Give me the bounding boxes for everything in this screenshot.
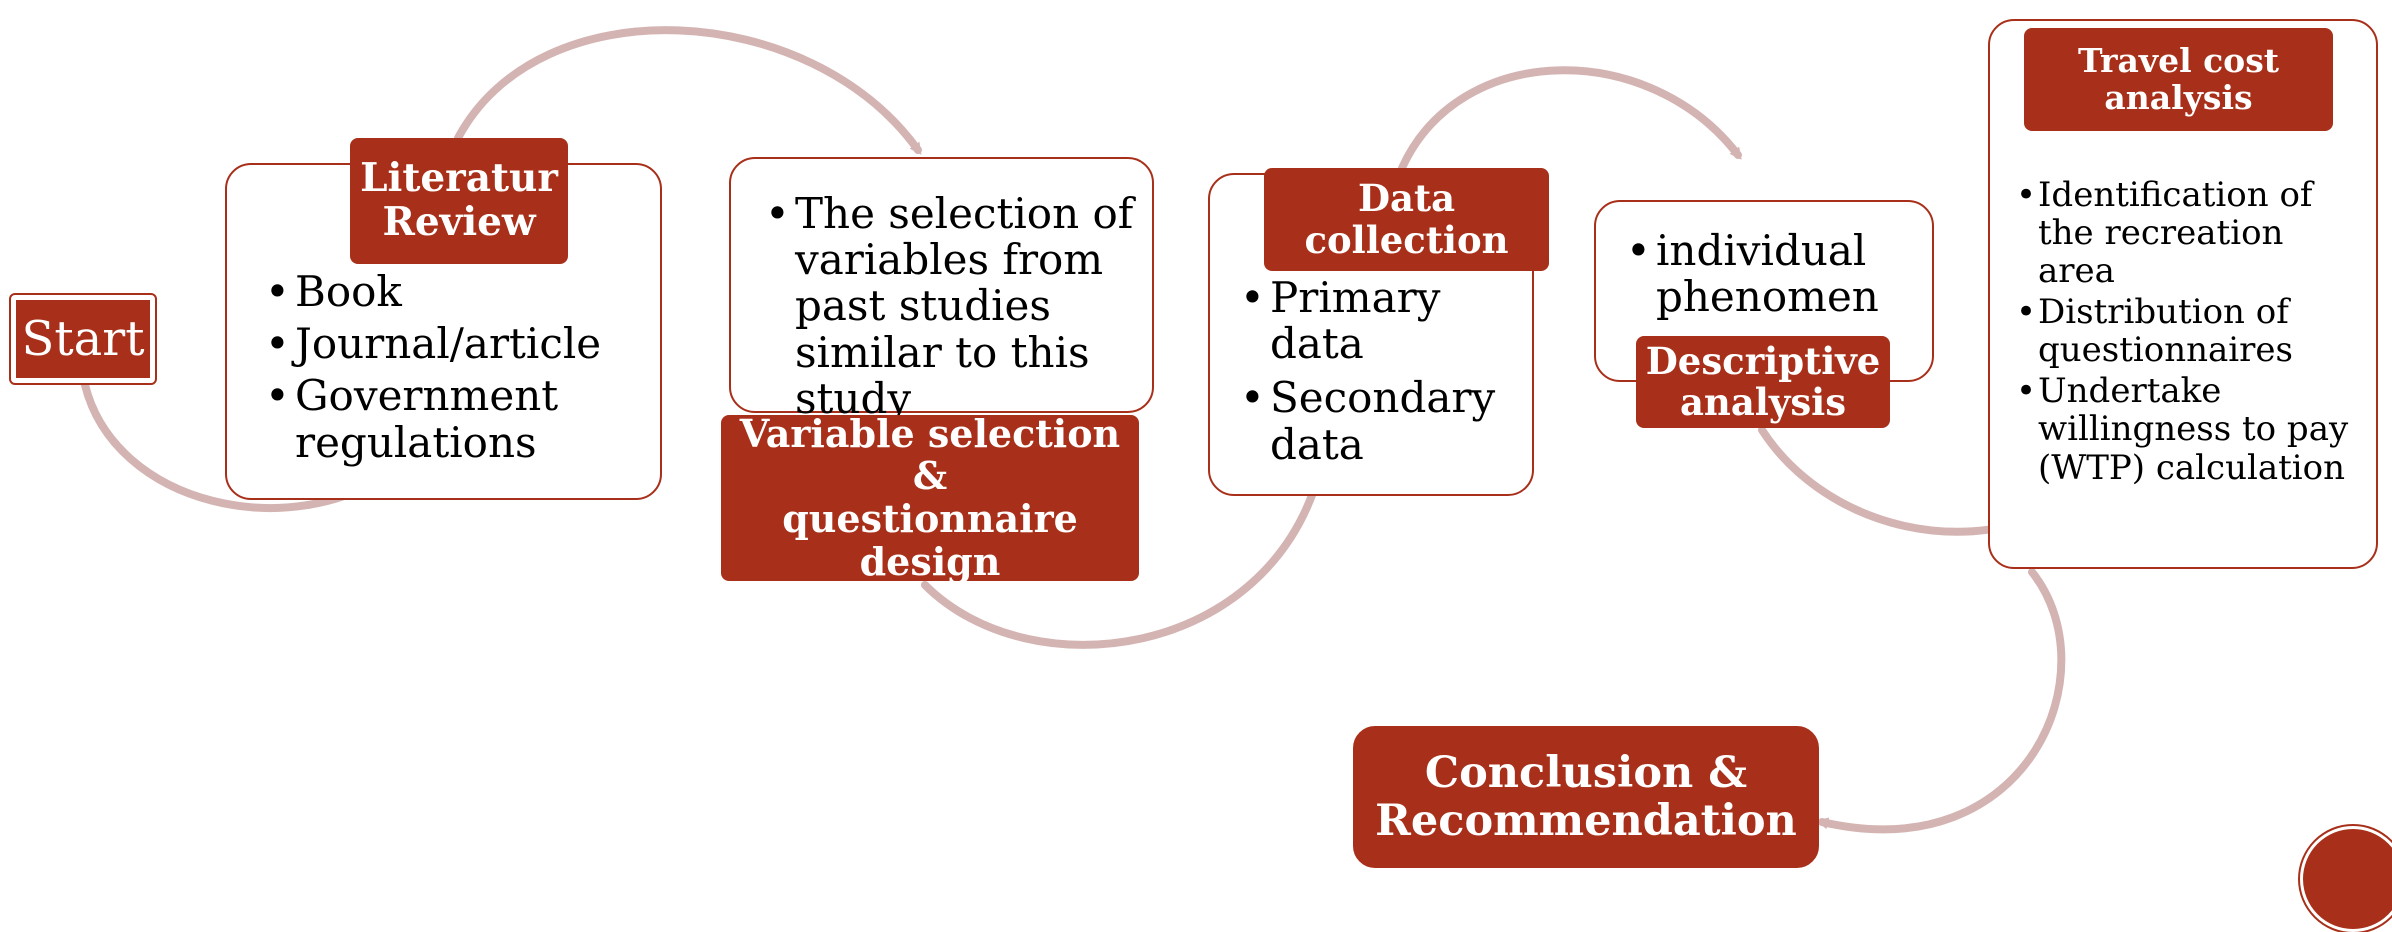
list-item: Undertake willingness to pay (WTP) calcu… bbox=[2012, 372, 2366, 486]
connector-travel-conclusion bbox=[1816, 568, 2066, 834]
list-item: The selection of variables from past stu… bbox=[761, 190, 1138, 422]
start-node: Start bbox=[9, 293, 157, 385]
list-item: Book bbox=[261, 268, 650, 315]
connector-literature-variable bbox=[454, 26, 922, 155]
list-item: Government regulations bbox=[261, 373, 650, 466]
variable-selection-list: The selection of variables from past stu… bbox=[731, 159, 1152, 422]
travel-cost-list: Identification of the recreation area Di… bbox=[1990, 21, 2376, 487]
list-item: Journal/article bbox=[261, 320, 650, 367]
data-collection-label: Data collection bbox=[1264, 168, 1549, 271]
variable-selection-label: Variable selection & questionnaire desig… bbox=[721, 412, 1139, 582]
list-item: Primary data bbox=[1236, 274, 1522, 367]
connector-datacollection-descriptive bbox=[1398, 66, 1742, 172]
list-item: Identification of the recreation area bbox=[2012, 176, 2366, 290]
start-label: Start bbox=[16, 300, 150, 378]
data-collection-list: Primary data Secondary data bbox=[1210, 175, 1532, 468]
literature-review-label: Literatur Review bbox=[350, 138, 568, 264]
literature-review-card: Book Journal/article Government regulati… bbox=[225, 163, 662, 500]
list-item: Secondary data bbox=[1236, 375, 1522, 468]
slide-number-badge bbox=[2300, 826, 2392, 932]
travel-cost-label: Travel cost analysis bbox=[2024, 28, 2333, 131]
conclusion-recommendation-label: Conclusion & Recommendation bbox=[1353, 726, 1819, 868]
descriptive-analysis-label: Descriptive analysis bbox=[1636, 336, 1890, 428]
variable-selection-card: The selection of variables from past stu… bbox=[729, 157, 1154, 421]
descriptive-analysis-list: individual phenomen bbox=[1596, 202, 1932, 320]
literature-review-list: Book Journal/article Government regulati… bbox=[227, 165, 660, 466]
list-item: individual phenomen bbox=[1622, 227, 1922, 320]
list-item: Distribution of questionnaires bbox=[2012, 293, 2366, 369]
connector-variable-datacollection bbox=[921, 466, 1324, 649]
